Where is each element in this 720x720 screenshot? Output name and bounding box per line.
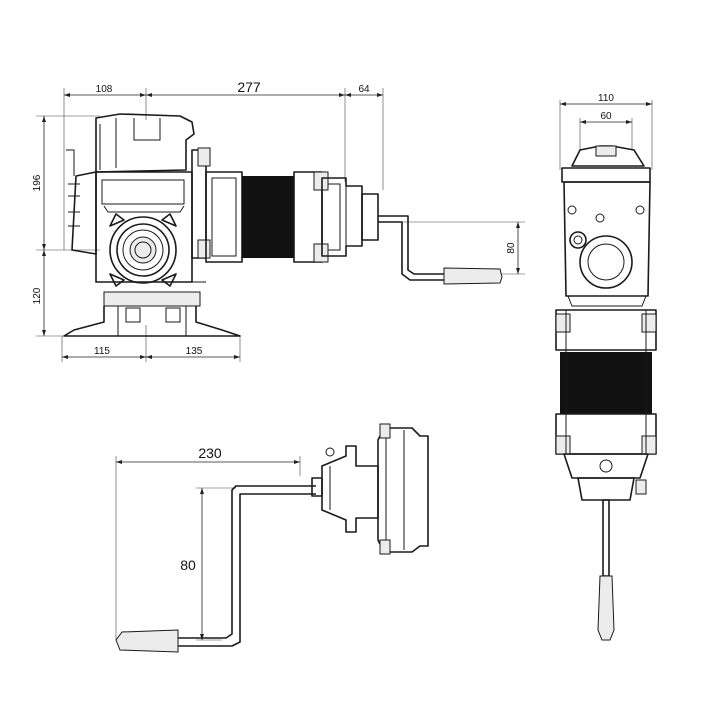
crank-view: 230 80: [115, 423, 429, 653]
dim-135: 135: [186, 346, 203, 357]
front-top-dimensions: 108 277 64: [63, 79, 384, 250]
front-view: 108 277 64 196 120 115: [32, 79, 525, 362]
front-left-dimensions: 196 120: [32, 115, 100, 337]
base-bracket: [63, 281, 241, 337]
dim-120: 120: [32, 287, 43, 304]
side-view: 110 60: [555, 93, 657, 641]
dim-108: 108: [96, 84, 113, 95]
side-crank-handle: [597, 499, 615, 641]
dim-60: 60: [600, 111, 612, 122]
side-motor: [555, 309, 657, 501]
side-top-dimensions: 110 60: [559, 93, 653, 170]
dim-front-80: 80: [506, 242, 517, 254]
dim-crank-80: 80: [180, 557, 196, 573]
dim-196: 196: [32, 174, 43, 191]
dim-230: 230: [198, 445, 222, 461]
front-bottom-dimensions: 115 135: [61, 325, 241, 362]
dim-115: 115: [94, 346, 110, 357]
motor: [205, 171, 379, 263]
side-gearbox: [561, 145, 651, 307]
front-crank-handle: [378, 215, 503, 285]
crank-dimensions: 230 80: [115, 445, 301, 641]
front-crank-dimension: 80: [400, 221, 525, 275]
gearbox: [66, 113, 211, 287]
crank-gearbox: [311, 423, 429, 555]
dim-110: 110: [598, 93, 614, 104]
dim-64: 64: [358, 84, 370, 95]
dim-277: 277: [237, 79, 261, 95]
crank-arm: [115, 485, 316, 653]
